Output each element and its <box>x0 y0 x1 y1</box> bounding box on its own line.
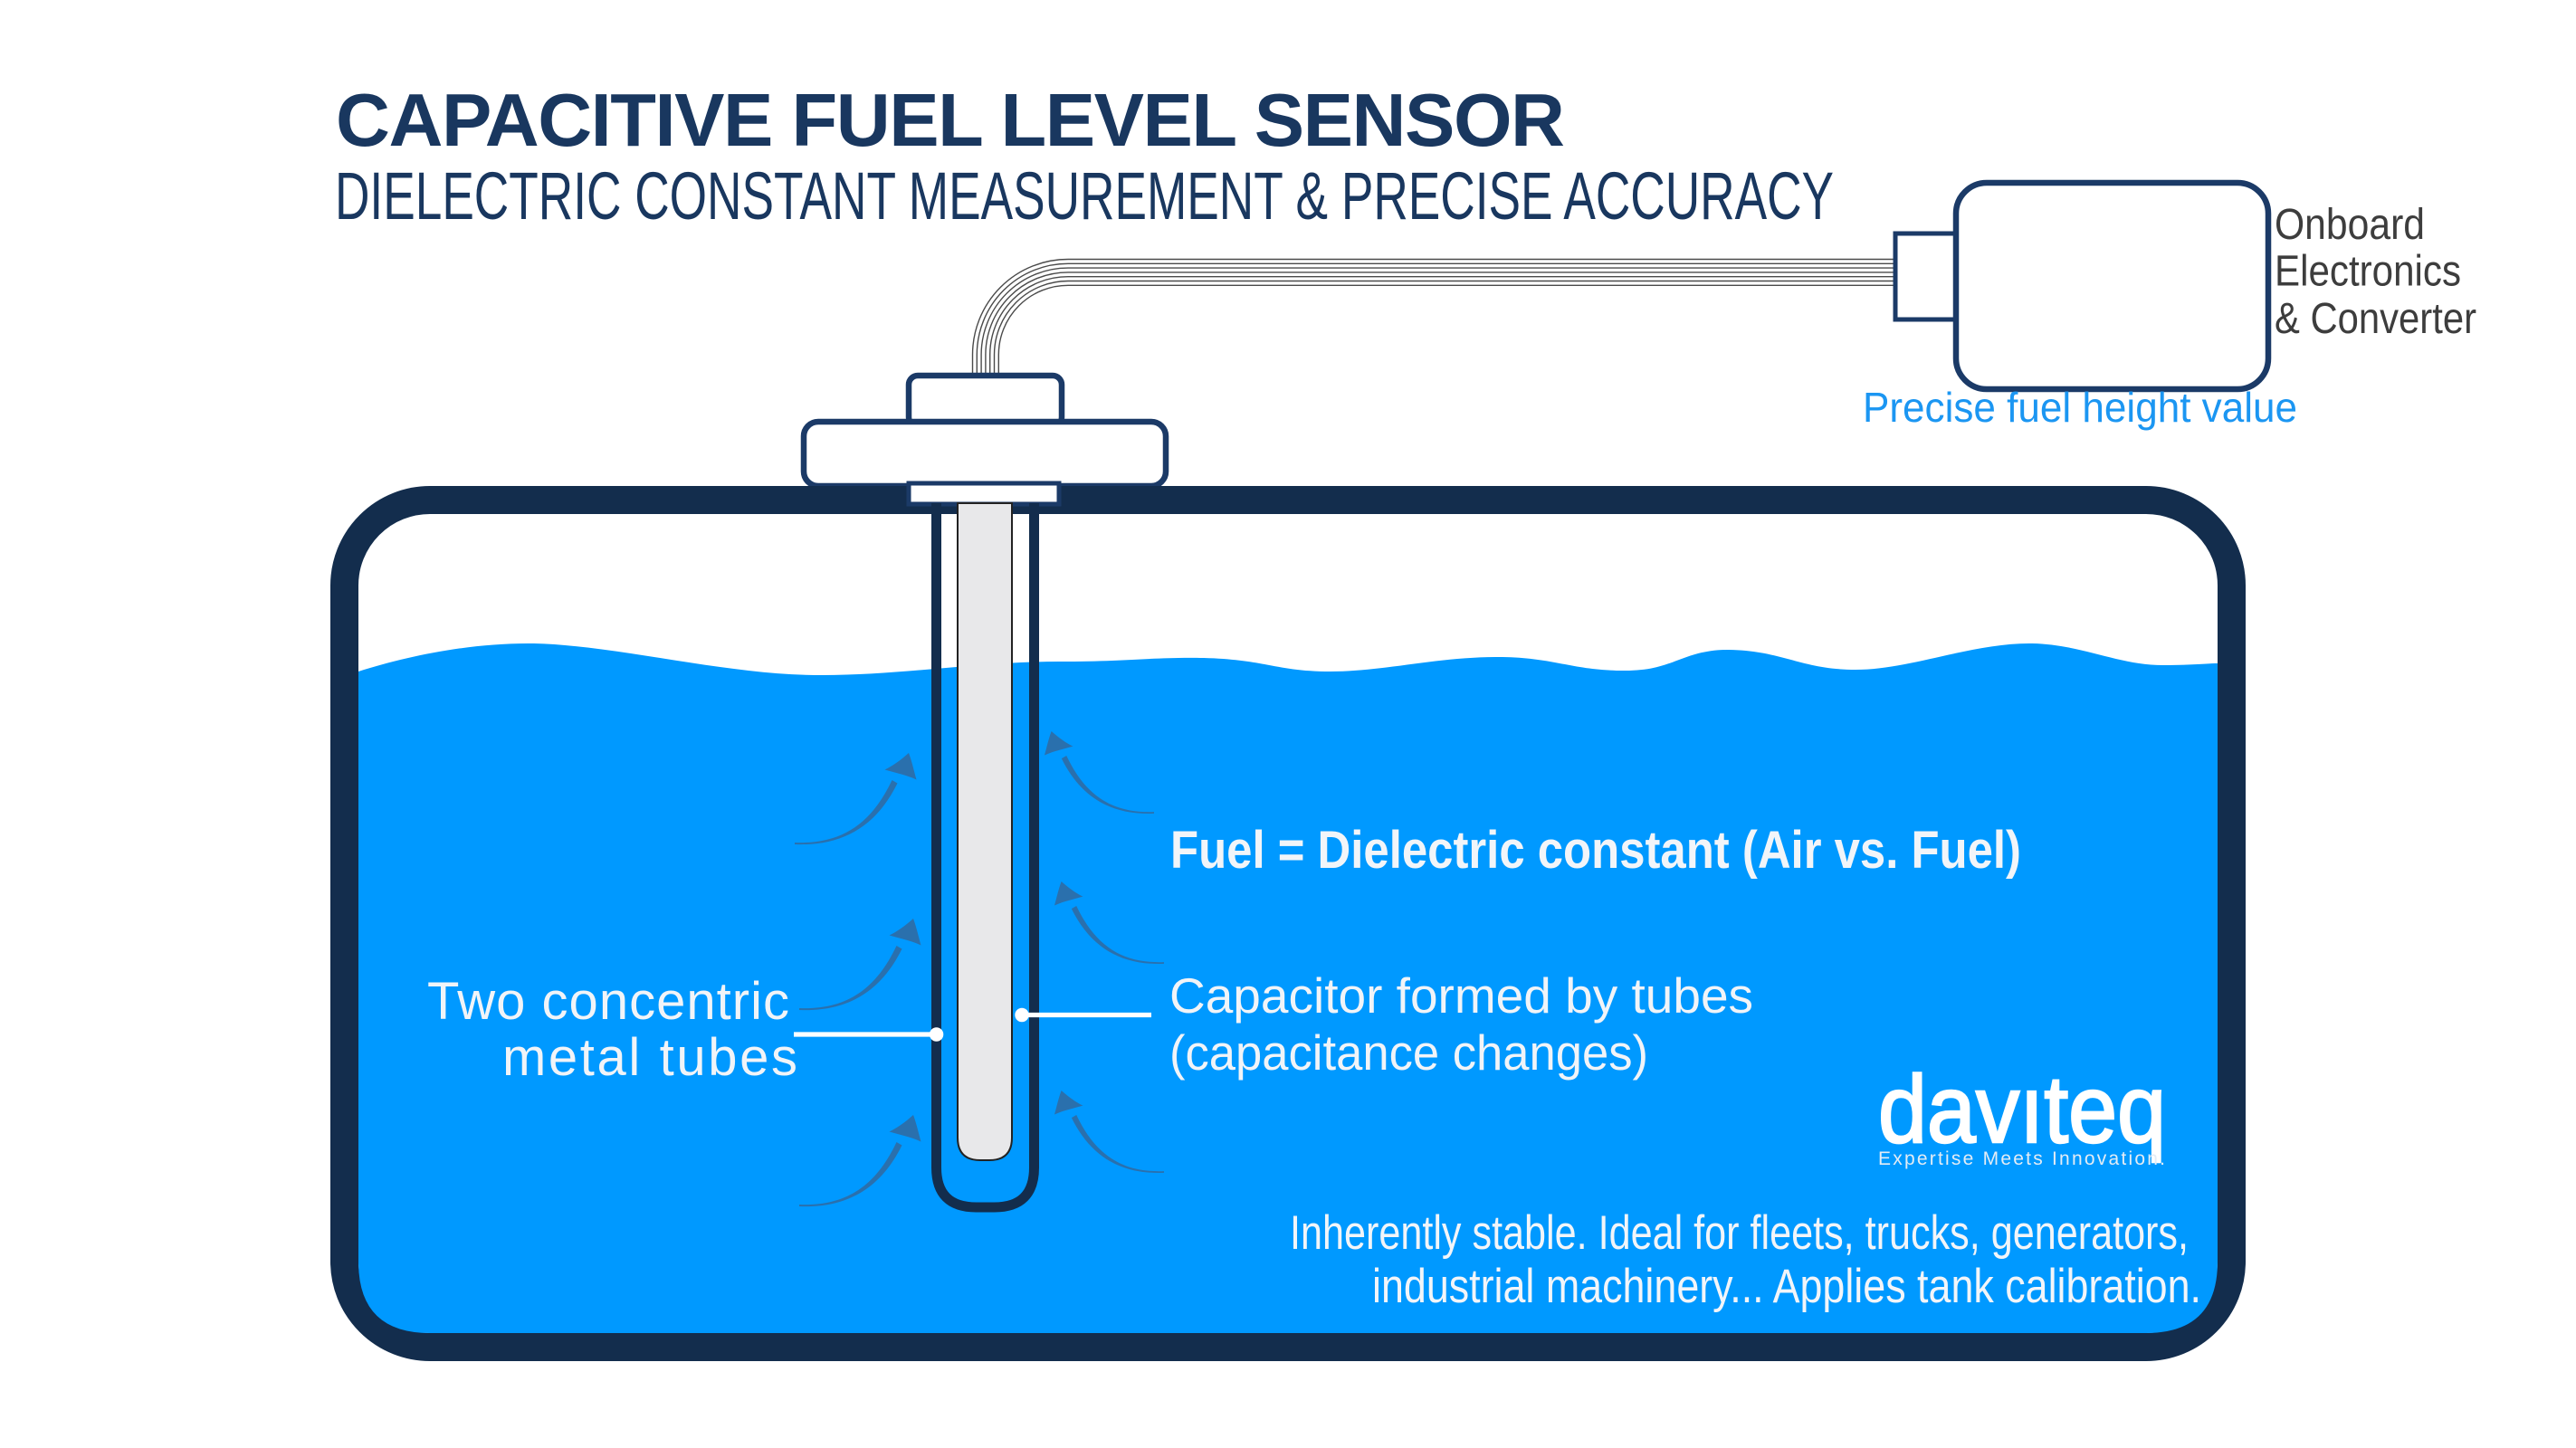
svg-text:metal tubes: metal tubes <box>502 1028 797 1087</box>
svg-text:DIELECTRIC CONSTANT MEASUREMEN: DIELECTRIC CONSTANT MEASUREMENT & PRECIS… <box>335 158 1834 233</box>
svg-text:& Converter: & Converter <box>2275 295 2476 343</box>
svg-text:Two concentric: Two concentric <box>427 972 789 1031</box>
svg-text:Onboard: Onboard <box>2275 201 2425 249</box>
svg-text:Precise fuel height value: Precise fuel height value <box>1863 384 2297 431</box>
svg-text:Expertise Meets Innovation.: Expertise Meets Innovation. <box>1878 1148 2165 1169</box>
svg-text:Inherently stable. Ideal for f: Inherently stable. Ideal for fleets, tru… <box>1290 1206 2189 1260</box>
svg-text:Capacitor formed by tubes: Capacitor formed by tubes <box>1169 967 1753 1024</box>
svg-text:davıteq: davıteq <box>1878 1056 2166 1163</box>
svg-text:CAPACITIVE FUEL LEVEL SENSOR: CAPACITIVE FUEL LEVEL SENSOR <box>336 78 1565 162</box>
svg-text:Electronics: Electronics <box>2275 248 2461 296</box>
svg-text:(capacitance changes): (capacitance changes) <box>1169 1024 1648 1081</box>
svg-text:Fuel = Dielectric constant (Ai: Fuel = Dielectric constant (Air vs. Fuel… <box>1170 821 2021 880</box>
svg-text:industrial machinery... Applie: industrial machinery... Applies tank cal… <box>1372 1260 2201 1313</box>
